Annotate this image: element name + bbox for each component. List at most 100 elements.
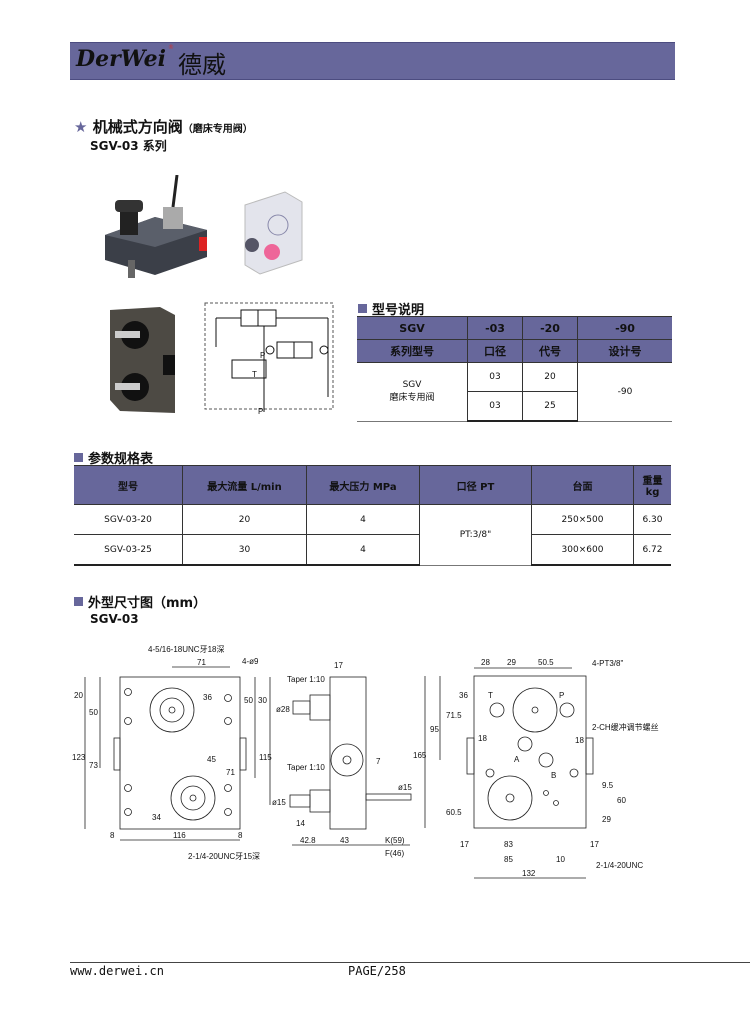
product-photo-2 [110,307,175,413]
dim-label: 4-5/16-18UNC牙18深 [148,645,224,654]
dim-label: 28 [481,658,490,667]
dimension-drawing: 4-5/16-18UNC牙18深 4-ø9 71 20 50 123 73 36… [72,645,659,879]
side-view [289,676,412,846]
dim-label: 83 [504,840,513,849]
dim-label: F(46) [385,849,404,858]
dim-label: 73 [89,761,98,770]
heading-text: 型号说明 [372,303,425,318]
dim-label: 42.8 [300,836,316,845]
dim-label: 8 [110,831,115,840]
code-number: -20 [522,316,578,340]
dim-label: 71 [197,658,206,667]
dim-label: ø15 [398,783,412,792]
footer-divider [70,962,750,963]
col-pressure: 最大压力 MPa [306,465,420,505]
page-number: PAGE/258 [348,964,406,978]
dim-label: 2-1/4-20UNC牙15深 [188,852,260,861]
dim-label: 50 [244,696,253,705]
dim-label: 71 [226,768,235,777]
pressure-cell: 4 [306,534,420,566]
dim-label: 36 [203,693,212,702]
dim-label: 50.5 [538,658,554,667]
port-label: T [488,691,493,700]
dim-label: ø15 [272,798,286,807]
label-number: 代号 [522,339,578,363]
code-cell: 20 [522,362,578,392]
flow-cell: 20 [182,504,307,535]
dim-label: K(59) [385,836,405,845]
dim-label: 165 [413,751,427,760]
col-weight: 重量 kg [633,465,671,505]
port-label: P [559,691,564,700]
table-size-cell: 300×600 [531,534,634,566]
col-table: 台面 [531,465,634,505]
table-row: SGV 磨床专用阀 03 20 -90 [357,362,672,422]
dim-label: 17 [590,840,599,849]
dim-label: Taper 1:10 [287,763,325,772]
front-view [84,666,271,841]
star-icon: ★ [74,118,88,136]
label-series: 系列型号 [357,339,468,363]
dim-label: 115 [259,753,272,762]
port-label: B [551,771,556,780]
col-port: 口径 PT [419,465,532,505]
product-title: ★ 机械式方向阀（磨床专用阀） [74,116,253,137]
dim-label: 71.5 [446,711,462,720]
footer-url[interactable]: www.derwei.cn [70,964,164,978]
design-cell: -90 [577,362,672,422]
dim-label: 30 [258,696,267,705]
dim-label: ø28 [276,705,290,714]
dim-label: 95 [430,725,439,734]
title-sub: （磨床专用阀） [182,124,253,135]
weight-cell: 6.72 [633,534,671,566]
table-row: SGV-03-20 20 4 PT:3/8" 250×500 6.30 [74,504,671,566]
dim-label: 4-PT3/8" [592,659,623,668]
dim-label: 7 [376,757,381,766]
dim-label: 20 [74,691,83,700]
dim-label: 18 [575,736,584,745]
heading-text: 外型尺寸图（mm） [88,596,207,611]
series-desc: 磨床专用阀 [389,393,435,404]
label-design: 设计号 [577,339,672,363]
code-bore: -03 [467,316,523,340]
spec-table: 型号 最大流量 L/min 最大压力 MPa 口径 PT 台面 重量 kg SG… [74,465,671,566]
square-bullet-icon [358,304,367,313]
port-p-label: P [260,351,265,360]
dim-label: 9.5 [602,781,614,790]
model-table-heading: 型号说明 [358,299,424,318]
dim-label: 123 [72,753,86,762]
code-design: -90 [577,316,672,340]
table-row: 03 25 [357,391,672,422]
dimension-model: SGV-03 [90,612,139,626]
square-bullet-icon [74,453,83,462]
dim-label: 8 [238,831,243,840]
dim-label: 2-1/4-20UNC [596,861,643,870]
product-cutaway-photo [244,191,303,275]
dim-label: Taper 1:10 [287,675,325,684]
code-series: SGV [357,316,468,340]
bore-cell: 03 [467,362,523,392]
dim-label: 132 [522,869,536,878]
dim-label: 116 [173,831,186,840]
dim-label: 10 [556,855,565,864]
registered-mark: ® [168,44,174,51]
dim-label: 4-ø9 [242,657,259,666]
dim-label: 50 [89,708,98,717]
port-p-bottom-label: P [258,407,263,416]
header-banner: DerWei ® 德威 [70,42,675,80]
code-cell: 25 [522,391,578,422]
bore-cell: 03 [467,391,523,422]
heading-text: 参数规格表 [88,452,154,467]
square-bullet-icon [74,597,83,606]
weight-cell: 6.30 [633,504,671,535]
dimension-heading: 外型尺寸图（mm） [74,592,206,611]
hydraulic-schematic: P T P [204,302,334,416]
title-main: 机械式方向阀 [92,118,183,136]
dim-label: 36 [459,691,468,700]
dim-label: 2-CH缓冲调节螺丝 [592,722,659,732]
series-name: SGV [402,380,422,391]
series-label: SGV-03 系列 [90,139,167,153]
rear-view [424,667,594,879]
